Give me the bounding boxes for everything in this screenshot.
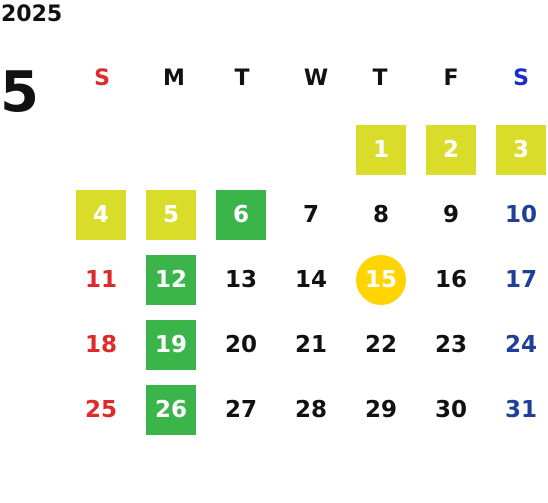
day-cell[interactable]: 16 <box>434 267 467 293</box>
day-cell[interactable]: 28 <box>294 397 327 423</box>
day-cell[interactable]: 14 <box>294 267 327 293</box>
day-cell[interactable]: 30 <box>434 397 467 423</box>
day-cell[interactable]: 17 <box>504 267 537 293</box>
day-cell[interactable]: 5 <box>146 190 196 240</box>
day-cell[interactable]: 20 <box>224 332 257 358</box>
day-cell[interactable]: 4 <box>76 190 126 240</box>
day-cell[interactable]: 8 <box>372 202 389 228</box>
year-label: 2025 <box>1 2 63 27</box>
day-cell[interactable]: 11 <box>84 267 117 293</box>
day-cell[interactable]: 1 <box>356 125 406 175</box>
weekday-wed: W <box>303 66 329 91</box>
day-cell[interactable]: 13 <box>224 267 257 293</box>
weekday-sat: S <box>513 66 529 91</box>
day-cell[interactable]: 29 <box>364 397 397 423</box>
weekday-thu: T <box>372 66 388 91</box>
month-number: 5 <box>0 60 39 125</box>
day-cell[interactable]: 15 <box>356 255 406 305</box>
day-cell[interactable]: 3 <box>496 125 546 175</box>
day-cell[interactable]: 22 <box>364 332 397 358</box>
day-cell[interactable]: 31 <box>504 397 537 423</box>
day-cell[interactable]: 23 <box>434 332 467 358</box>
weekday-sun: S <box>94 66 110 91</box>
day-cell[interactable]: 12 <box>146 255 196 305</box>
day-cell[interactable]: 18 <box>84 332 117 358</box>
day-cell[interactable]: 19 <box>146 320 196 370</box>
weekday-fri: F <box>443 66 459 91</box>
weekday-mon: M <box>163 66 185 91</box>
day-cell[interactable]: 21 <box>294 332 327 358</box>
weekday-tue: T <box>234 66 250 91</box>
day-cell[interactable]: 27 <box>224 397 257 423</box>
day-cell[interactable]: 9 <box>442 202 459 228</box>
day-cell[interactable]: 7 <box>302 202 319 228</box>
day-cell[interactable]: 24 <box>504 332 537 358</box>
day-cell[interactable]: 25 <box>84 397 117 423</box>
day-cell[interactable]: 2 <box>426 125 476 175</box>
day-cell[interactable]: 26 <box>146 385 196 435</box>
day-cell[interactable]: 10 <box>504 202 537 228</box>
day-cell[interactable]: 6 <box>216 190 266 240</box>
